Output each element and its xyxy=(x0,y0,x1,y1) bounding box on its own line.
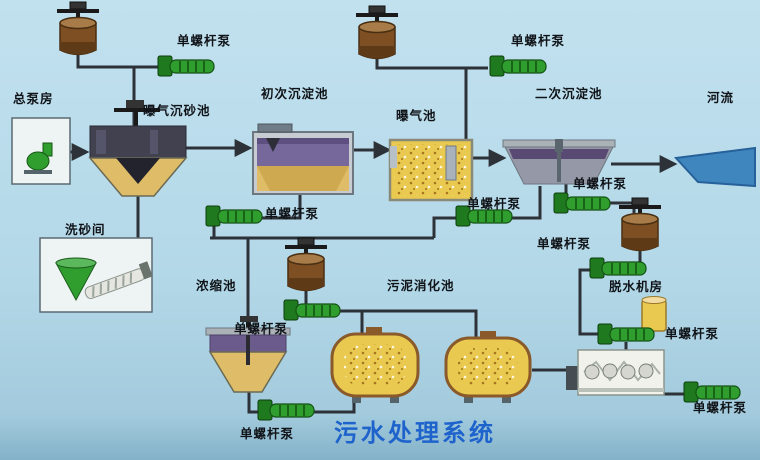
screw-pump-9 xyxy=(257,399,315,421)
mixer-vessel-3 xyxy=(284,237,328,292)
label-thickening-tank: 浓缩池 xyxy=(196,279,237,293)
label-screw-pump-3: 单螺杆泵 xyxy=(265,207,320,221)
river-shape xyxy=(673,146,756,188)
screw-conveyor xyxy=(84,261,153,299)
pipe-p6-to-p8 xyxy=(578,268,600,336)
secondary-sedimentation-tank xyxy=(502,139,616,185)
label-secondary-sedimentation: 二次沉淀池 xyxy=(535,87,603,101)
pipe-p4-outlet xyxy=(432,216,464,238)
scraper-bridge xyxy=(257,123,293,133)
pipe-digester-manifold xyxy=(338,309,478,338)
screw-pump-1 xyxy=(157,55,215,77)
label-screw-pump-9: 单螺杆泵 xyxy=(240,427,295,441)
diagram-title: 污水处理系统 xyxy=(334,420,496,447)
label-aeration-tank: 曝气池 xyxy=(396,109,437,123)
pump-icon xyxy=(26,151,50,171)
label-primary-sedimentation: 初次沉淀池 xyxy=(261,87,329,101)
sand-washing-room xyxy=(39,237,153,313)
mixer-vessel-4 xyxy=(618,197,662,252)
label-main-pump-house: 总泵房 xyxy=(13,92,54,106)
aerated-grit-chamber xyxy=(88,100,188,197)
pipe-vessel1-to-pump xyxy=(76,54,158,69)
label-screw-pump-4: 单螺杆泵 xyxy=(467,197,522,211)
pipe-vessel2-to-pump xyxy=(375,58,488,70)
label-screw-pump-7: 单螺杆泵 xyxy=(234,322,289,336)
pipe-thickener-underflow xyxy=(247,392,258,414)
dewatering-machine-room xyxy=(566,296,667,396)
polymer-tank xyxy=(641,299,667,332)
pipe-secondary-sludge xyxy=(512,186,542,220)
label-screw-pump-5: 单螺杆泵 xyxy=(573,177,628,191)
thickening-tank xyxy=(205,316,291,393)
primary-sedimentation-tank xyxy=(252,123,354,195)
label-dewatering-room: 脱水机房 xyxy=(609,280,664,294)
label-sludge-digestion-tank: 污泥消化池 xyxy=(387,279,455,293)
screw-pump-2 xyxy=(489,55,547,77)
pipe-p9-to-digester xyxy=(312,398,356,414)
label-screw-pump-2: 单螺杆泵 xyxy=(511,34,566,48)
pipe-primary-sludge xyxy=(262,194,302,220)
screw-pump-3 xyxy=(205,205,263,227)
aeration-tank xyxy=(388,138,474,202)
skimmer xyxy=(266,138,280,152)
screw-pump-6 xyxy=(589,257,647,279)
label-screw-pump-8: 单螺杆泵 xyxy=(665,327,720,341)
main-pump-house xyxy=(11,117,71,185)
mixer-vessel-1 xyxy=(56,1,100,56)
screw-pump-7 xyxy=(283,299,341,321)
label-screw-pump-1: 单螺杆泵 xyxy=(177,34,232,48)
label-river: 河流 xyxy=(707,91,735,105)
label-screw-pump-10: 单螺杆泵 xyxy=(693,401,748,415)
sludge-digestion-tanks xyxy=(330,327,532,403)
label-aerated-grit-chamber: 曝气沉砂池 xyxy=(143,104,211,118)
screw-pump-5 xyxy=(553,192,611,214)
mixer-vessel-2 xyxy=(355,5,399,60)
label-sand-washing-room: 洗砂间 xyxy=(65,223,106,237)
label-screw-pump-6: 单螺杆泵 xyxy=(537,237,592,251)
press-motor xyxy=(566,366,579,390)
